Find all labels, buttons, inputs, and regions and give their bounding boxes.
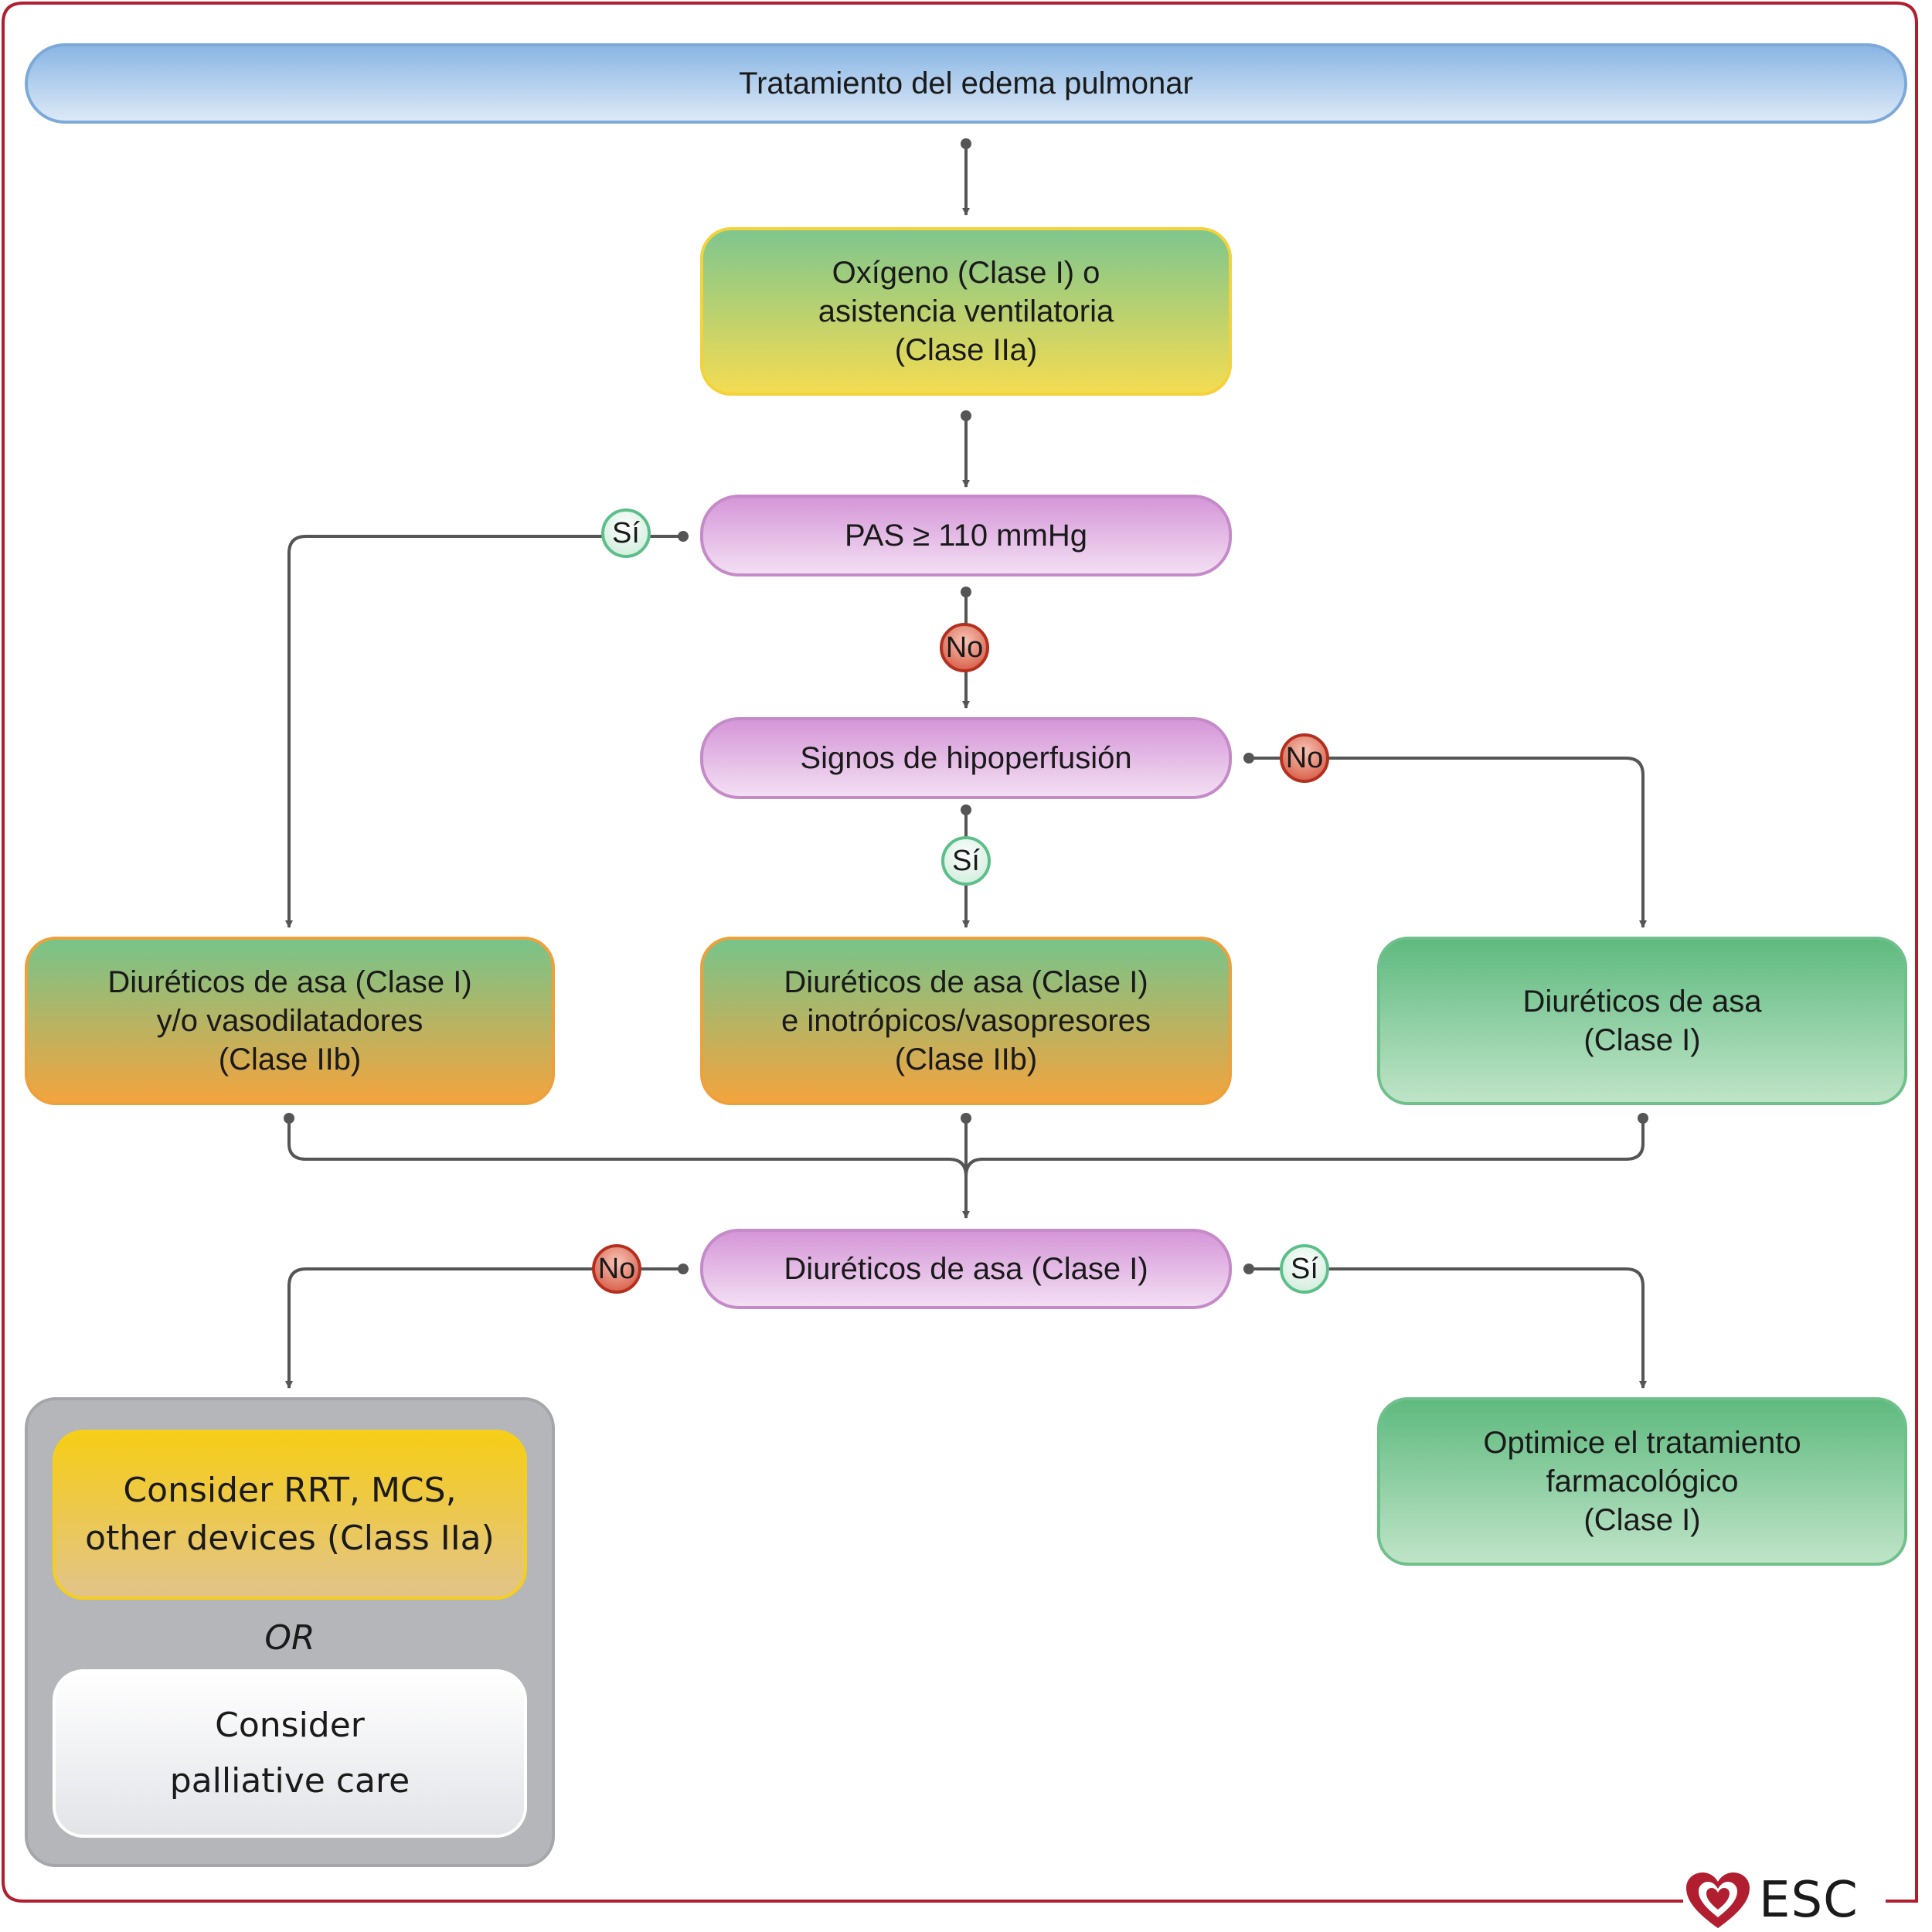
connector-dot bbox=[961, 804, 971, 815]
connector-dot bbox=[961, 410, 971, 421]
right-diuretics-line-2: (Clase I) bbox=[1583, 1023, 1701, 1057]
connector-dot bbox=[678, 531, 689, 542]
connector-dot bbox=[284, 1113, 294, 1124]
heart-icon bbox=[1686, 1872, 1750, 1928]
center-diuretics-line-2: e inotrópicos/vasopresores bbox=[781, 1004, 1151, 1038]
connector-dot bbox=[678, 1264, 689, 1274]
no-badge-pas: No bbox=[940, 623, 989, 672]
response-decision-box: Diuréticos de asa (Clase I) bbox=[700, 1229, 1232, 1309]
palliative-line-2: palliative care bbox=[169, 1761, 410, 1801]
connector-right-merge bbox=[964, 1118, 1645, 1177]
hypoperfusion-decision-text: Signos de hipoperfusión bbox=[800, 741, 1132, 775]
no-badge-response: No bbox=[592, 1244, 641, 1294]
oxygen-line-1: Oxígeno (Clase I) o bbox=[832, 256, 1100, 290]
center-diuretics-box: Diuréticos de asa (Clase I) e inotrópico… bbox=[700, 937, 1232, 1105]
rrt-line-1: Consider RRT, MCS, bbox=[123, 1471, 457, 1510]
or-label: OR bbox=[264, 1618, 315, 1658]
connector-dot bbox=[961, 1113, 971, 1124]
optimize-line-1: Optimice el tratamiento bbox=[1483, 1426, 1801, 1460]
yes-badge-response: Sí bbox=[1280, 1244, 1329, 1294]
oxygen-line-3: (Clase IIa) bbox=[894, 333, 1038, 367]
connector-dot bbox=[961, 138, 971, 149]
connector-response-right bbox=[1249, 1267, 1647, 1389]
rrt-box: Consider RRT, MCS, other devices (Class … bbox=[53, 1430, 527, 1600]
oxygen-line-2: asistencia ventilatoria bbox=[818, 294, 1114, 328]
diagram-title: Tratamiento del edema pulmonar bbox=[25, 43, 1907, 124]
connector-left-merge bbox=[287, 1118, 968, 1177]
connector-dot bbox=[1243, 753, 1254, 764]
response-decision-text: Diuréticos de asa (Clase I) bbox=[784, 1252, 1148, 1286]
connector-dot bbox=[1243, 1264, 1254, 1274]
left-diuretics-line-1: Diuréticos de asa (Clase I) bbox=[107, 965, 472, 999]
connector-pas-left bbox=[285, 535, 683, 928]
oxygen-box: Oxígeno (Clase I) o asistencia ventilato… bbox=[700, 227, 1232, 396]
optimize-box: Optimice el tratamiento farmacológico (C… bbox=[1377, 1397, 1907, 1566]
palliative-box: Consider palliative care bbox=[53, 1669, 527, 1838]
left-diuretics-line-3: (Clase IIb) bbox=[218, 1043, 362, 1077]
right-diuretics-box: Diuréticos de asa (Clase I) bbox=[1377, 937, 1907, 1105]
left-diuretics-line-2: y/o vasodilatadores bbox=[156, 1004, 423, 1038]
hypoperfusion-decision-box: Signos de hipoperfusión bbox=[700, 717, 1232, 799]
optimize-line-2: farmacológico bbox=[1546, 1464, 1739, 1498]
connector-hypo-right bbox=[1249, 757, 1647, 928]
connector-dot bbox=[961, 587, 971, 597]
palliative-line-1: Consider bbox=[215, 1706, 365, 1745]
optimize-line-3: (Clase I) bbox=[1583, 1503, 1701, 1537]
esc-logo-text: ESC bbox=[1759, 1872, 1859, 1929]
center-diuretics-line-1: Diuréticos de asa (Clase I) bbox=[784, 965, 1148, 999]
connector-response-left bbox=[285, 1267, 683, 1389]
no-badge-hypoperfusion: No bbox=[1280, 733, 1329, 783]
esc-logo: ESC bbox=[1683, 1869, 1884, 1932]
yes-badge-pas: Sí bbox=[601, 509, 651, 558]
pas-decision-text: PAS ≥ 110 mmHg bbox=[845, 519, 1087, 553]
pas-decision-box: PAS ≥ 110 mmHg bbox=[700, 495, 1232, 577]
rrt-line-2: other devices (Class IIa) bbox=[85, 1519, 495, 1558]
left-diuretics-box: Diuréticos de asa (Clase I) y/o vasodila… bbox=[25, 937, 555, 1105]
connector-dot bbox=[1638, 1113, 1648, 1124]
center-diuretics-line-3: (Clase IIb) bbox=[894, 1043, 1038, 1077]
frame-border bbox=[2, 2, 1918, 1903]
yes-badge-hypoperfusion: Sí bbox=[941, 836, 991, 886]
diagram-title-text: Tratamiento del edema pulmonar bbox=[739, 66, 1193, 100]
right-diuretics-line-1: Diuréticos de asa bbox=[1522, 985, 1762, 1019]
